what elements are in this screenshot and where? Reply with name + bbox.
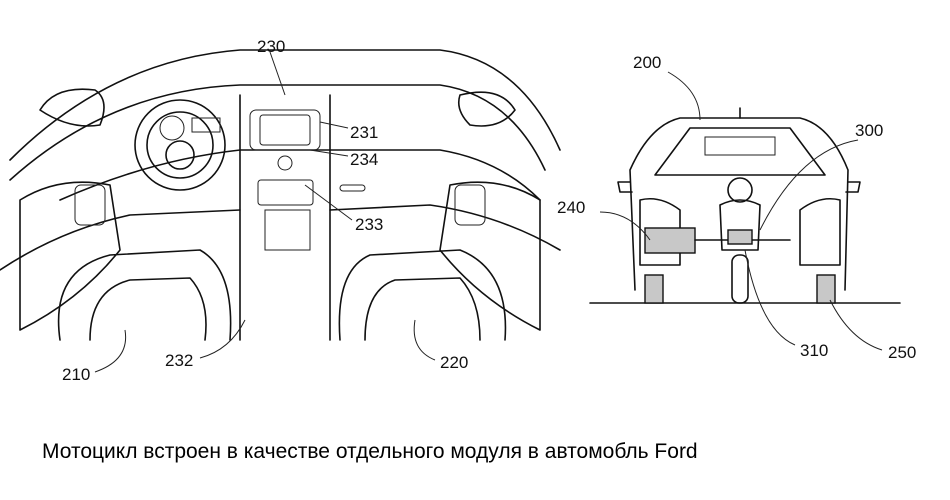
label-233: 233	[355, 215, 383, 234]
label-234: 234	[350, 150, 378, 169]
motorcycle	[719, 177, 761, 304]
label-230: 230	[257, 37, 285, 56]
car-interior-figure: 230 231 234 233 210 232 220	[0, 37, 561, 384]
label-232: 232	[165, 351, 193, 370]
label-220: 220	[440, 353, 468, 372]
right-seat	[338, 249, 507, 341]
right-mirror	[457, 91, 516, 127]
car-front-figure: 200 300 240 310 250	[557, 53, 916, 362]
steering-wheel	[134, 99, 226, 191]
caption: Мотоцикл встроен в качестве отдельного м…	[42, 440, 698, 463]
windshield-frame	[9, 49, 561, 161]
left-mirror	[39, 88, 105, 127]
wheel-250	[816, 274, 836, 304]
module-240	[644, 227, 696, 254]
label-210: 210	[62, 365, 90, 384]
label-231: 231	[350, 123, 378, 142]
label-300: 300	[855, 121, 883, 140]
label-310: 310	[800, 341, 828, 360]
label-250: 250	[888, 343, 916, 362]
left-seat	[57, 249, 232, 341]
center-console	[239, 94, 331, 341]
label-240: 240	[557, 198, 585, 217]
label-200: 200	[633, 53, 661, 72]
